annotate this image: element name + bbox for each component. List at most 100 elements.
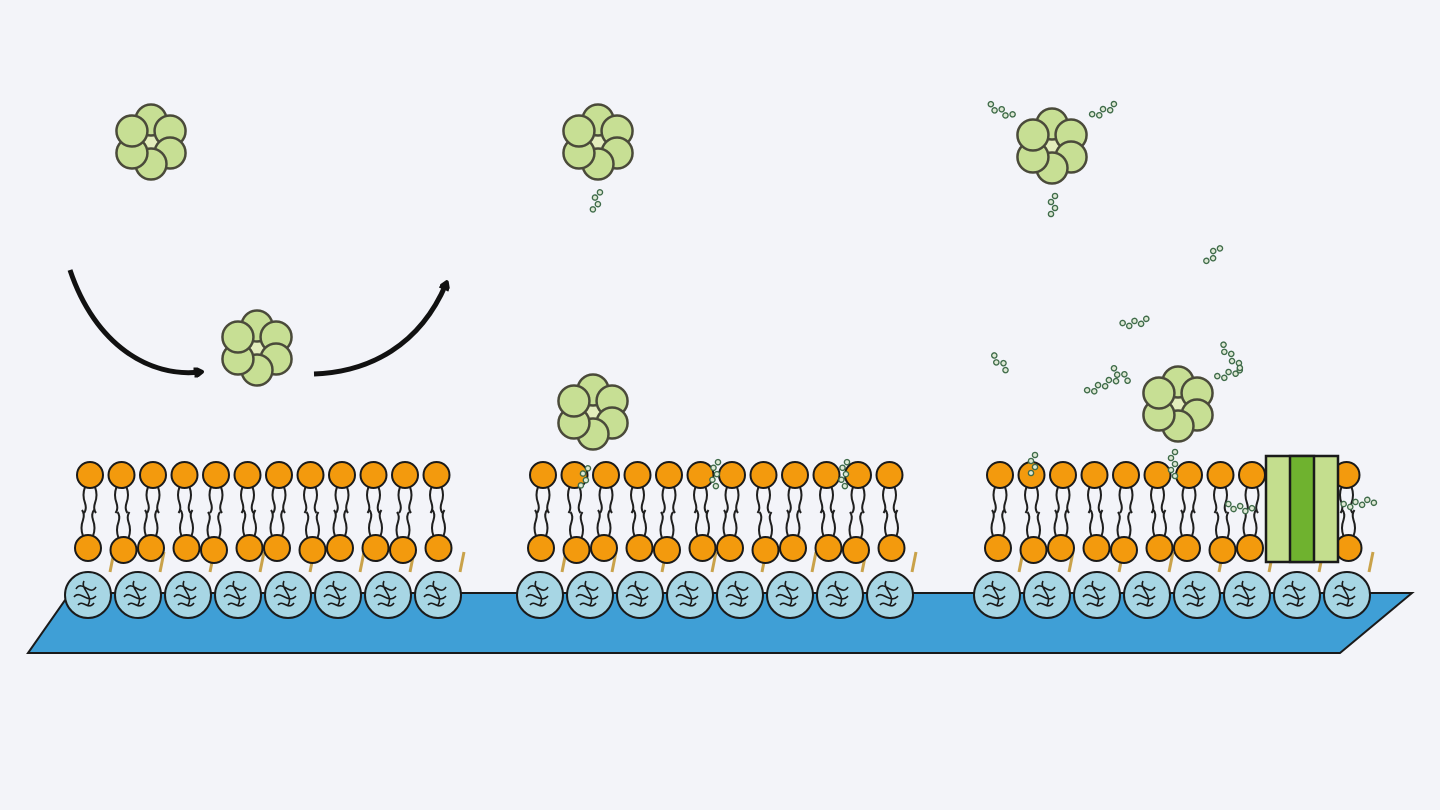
lipid-upper (686, 461, 715, 514)
lipid-upper (812, 461, 841, 514)
lipid-lower (326, 509, 354, 562)
ligand-molecule (1119, 315, 1150, 330)
support-bead (716, 551, 768, 619)
lipid-lower (109, 511, 138, 564)
support-bead (666, 551, 718, 619)
support-bead (1323, 551, 1375, 619)
lipid-lower (688, 509, 717, 562)
support-bead (1073, 551, 1125, 619)
lipid-upper (986, 461, 1014, 514)
ligand-molecule (1203, 245, 1224, 265)
lipid-lower (1208, 511, 1237, 564)
lipid-lower (263, 509, 291, 562)
lipid-lower (814, 509, 843, 562)
peptide-rosette-labeled (562, 103, 634, 181)
lipid-upper (359, 461, 388, 514)
support-bead (114, 551, 166, 619)
lipid-lower (984, 509, 1012, 562)
lipid-upper (76, 461, 104, 514)
lipid-lower (298, 511, 327, 564)
lipid-lower (1019, 511, 1048, 564)
lipid-upper (170, 461, 199, 514)
lipid-upper (107, 461, 136, 514)
lipid-lower (1110, 511, 1138, 564)
lipid-upper (1332, 461, 1361, 514)
ligand-molecule (1083, 376, 1120, 395)
support-bead (414, 551, 466, 619)
ligand-molecule (838, 458, 851, 490)
lipid-upper (265, 461, 293, 514)
lipid-lower (779, 509, 807, 562)
peptide-rosette-triple-labeled (1016, 107, 1088, 185)
support-bead (566, 551, 618, 619)
lipid-lower (877, 509, 906, 562)
ligand-molecule (1214, 364, 1244, 382)
ligand-molecule (709, 458, 722, 490)
lipid-lower (590, 509, 618, 562)
support-bead (64, 551, 116, 619)
lipid-upper (1112, 461, 1140, 514)
ligands-layer (577, 100, 1378, 515)
support-bead (616, 551, 668, 619)
lipid-bilayer-layer (74, 461, 1363, 564)
support-bead (866, 551, 918, 619)
lipid-upper (1080, 461, 1109, 514)
lipid-lower (1173, 509, 1201, 562)
support-bead (214, 551, 266, 619)
lipid-upper (328, 461, 356, 514)
lipid-lower (1082, 509, 1111, 562)
lipid-upper (655, 461, 683, 514)
lipid-lower (1145, 509, 1174, 562)
ligand-molecule (1088, 100, 1118, 119)
lipid-upper (1049, 461, 1077, 514)
lipid-upper (781, 461, 809, 514)
lipid-upper (422, 461, 451, 514)
lipid-lower (200, 511, 228, 564)
pore-layer (1264, 454, 1340, 564)
support-bead (364, 551, 416, 619)
peptide-rosette-bound (557, 373, 629, 451)
lipid-upper (1175, 461, 1203, 514)
lipid-lower (562, 511, 591, 564)
lipid-upper (560, 461, 589, 514)
lipid-lower (842, 511, 870, 564)
lipid-lower (1047, 509, 1075, 562)
lipid-upper (139, 461, 167, 514)
peptide-rosette-transit (221, 309, 293, 387)
lipid-lower (74, 509, 102, 562)
lipid-upper (592, 461, 620, 514)
lipid-lower (1236, 509, 1264, 562)
ligand-molecule (589, 189, 604, 213)
lipid-lower (527, 509, 555, 562)
support-bead (516, 551, 568, 619)
lipid-upper (233, 461, 262, 514)
lipid-upper (1143, 461, 1172, 514)
support-bead (1023, 551, 1075, 619)
lipid-lower (653, 511, 681, 564)
ligand-molecule (990, 352, 1009, 374)
support-bead (766, 551, 818, 619)
lipid-upper (529, 461, 557, 514)
lipid-lower (424, 509, 453, 562)
lipid-upper (1017, 461, 1046, 514)
support-bead (1123, 551, 1175, 619)
support-bead (314, 551, 366, 619)
lipid-lower (716, 509, 744, 562)
lipid-upper (875, 461, 904, 514)
lipid-upper (844, 461, 872, 514)
ligand-molecule (1027, 451, 1039, 477)
lipid-upper (391, 461, 419, 514)
support-bead (1173, 551, 1225, 619)
support-bead (1273, 551, 1325, 619)
ligand-molecule (1225, 500, 1256, 515)
lipid-upper (718, 461, 746, 514)
ligand-molecule (1167, 448, 1179, 480)
lipid-lower (361, 509, 390, 562)
lipid-lower (389, 511, 417, 564)
peptide-rosette-free (115, 103, 187, 181)
pore-channel (1264, 454, 1340, 564)
lipid-upper (623, 461, 652, 514)
ligand-molecule (577, 465, 592, 489)
